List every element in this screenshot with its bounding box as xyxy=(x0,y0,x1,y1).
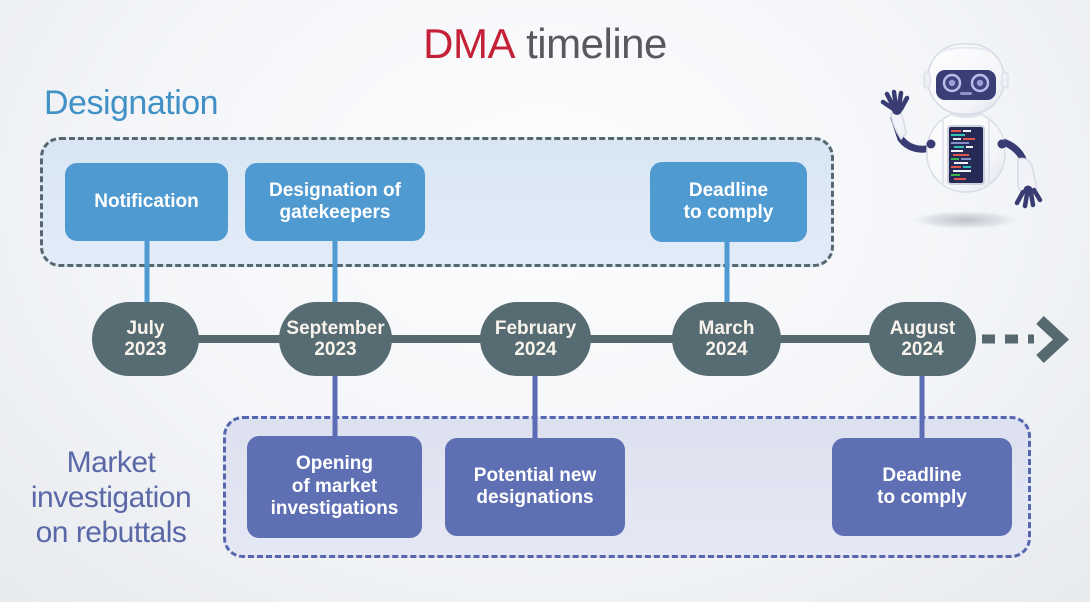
event-box-deadline-to-comply-market: Deadline to comply xyxy=(832,438,1012,536)
node-month: February xyxy=(494,317,577,339)
timeline-node-march-2024: March 2024 xyxy=(672,302,781,376)
robot-left-eye xyxy=(942,73,962,93)
timeline-arrow-icon xyxy=(1036,315,1070,364)
event-box-label: Notification xyxy=(94,190,199,212)
event-box-label: Deadline xyxy=(882,464,962,486)
title-rest: timeline xyxy=(514,20,667,67)
event-box-label: of market xyxy=(291,475,378,497)
event-box-label: gatekeepers xyxy=(279,202,391,223)
node-year: 2024 xyxy=(901,339,944,360)
event-box-label: Deadline xyxy=(688,179,769,201)
event-box-label: designations xyxy=(476,487,594,508)
robot-left-arm xyxy=(890,114,938,153)
robot-right-pupil xyxy=(976,79,984,87)
node-month: August xyxy=(889,317,956,339)
robot-visor xyxy=(936,70,996,100)
robot-right-forearm xyxy=(1017,157,1037,195)
node-year: 2024 xyxy=(514,339,557,360)
timeline-node-september-2023: September 2023 xyxy=(279,302,392,376)
designation-heading: Designation xyxy=(44,84,219,122)
event-box-potential-new-designations: Potential new designations xyxy=(445,438,625,536)
robot-right-ear xyxy=(1001,71,1009,89)
robot-code-lines xyxy=(951,130,975,180)
market-heading-line: Market xyxy=(66,446,156,479)
robot-right-arm xyxy=(999,138,1028,166)
robot-mouth xyxy=(960,92,972,95)
market-investigation-heading: Market investigation on rebuttals xyxy=(5,446,217,550)
robot-right-shoulder-joint xyxy=(997,139,1007,149)
event-box-label: Potential new xyxy=(473,464,597,486)
robot-left-forearm xyxy=(890,108,907,141)
event-box-designation-of-gatekeepers: Designation of gatekeepers xyxy=(245,163,425,241)
node-month: March xyxy=(698,317,755,339)
robot-body xyxy=(926,111,1006,193)
title-highlight: DMA xyxy=(423,20,515,67)
event-box-label: Designation of xyxy=(269,179,401,201)
event-box-label: to comply xyxy=(877,487,967,508)
event-box-label: Opening xyxy=(295,453,374,475)
robot-right-eye xyxy=(970,73,990,93)
market-heading-line: on rebuttals xyxy=(35,515,187,549)
page-title: DMA timeline xyxy=(0,20,1090,68)
timeline-node-august-2024: August 2024 xyxy=(869,302,976,376)
node-year: 2024 xyxy=(705,339,748,360)
robot-left-ear xyxy=(923,71,931,89)
robot-left-shoulder-joint xyxy=(926,139,936,149)
robot-right-hand xyxy=(1014,185,1043,209)
timeline-node-july-2023: July 2023 xyxy=(92,302,199,376)
node-month: July xyxy=(126,317,165,339)
event-box-label: to comply xyxy=(683,202,774,223)
robot-left-hand xyxy=(880,89,910,115)
robot-shadow xyxy=(913,211,1017,229)
event-box-notification: Notification xyxy=(65,163,228,241)
node-year: 2023 xyxy=(124,339,167,360)
robot-illustration xyxy=(880,43,1043,229)
node-year: 2023 xyxy=(314,339,357,360)
event-box-deadline-to-comply-designation: Deadline to comply xyxy=(650,162,807,242)
event-box-label: investigations xyxy=(270,498,399,520)
node-month: September xyxy=(286,317,385,339)
timeline-node-february-2024: February 2024 xyxy=(480,302,591,376)
market-heading-line: investigation xyxy=(30,480,192,514)
robot-left-pupil xyxy=(948,79,956,87)
robot-neck-shadow xyxy=(949,106,983,118)
robot-code-screen xyxy=(947,125,985,185)
event-box-opening-market-investigations: Opening of market investigations xyxy=(247,436,422,538)
